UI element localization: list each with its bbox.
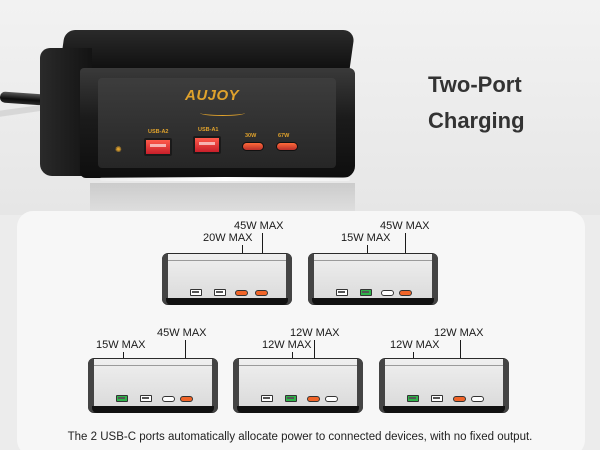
usb-a1-port [193, 136, 221, 154]
combo-5-charger [379, 358, 509, 413]
product-hero: AUJOY USB-A2 USB-A1 30W 67W ✺ Two-Port C… [0, 0, 600, 223]
combo-3-label-upper: 15W MAX [96, 339, 146, 351]
port-label-usb-a2: USB-A2 [148, 129, 169, 135]
port-label-67w: 67W [278, 133, 290, 139]
charger-photo: AUJOY USB-A2 USB-A1 30W 67W [40, 30, 356, 223]
combo-5-label-lower: 12W MAX [390, 339, 440, 351]
combo-1-charger [162, 253, 292, 305]
combo-3-usb-c2 [180, 396, 193, 402]
usb-a2-port [144, 138, 172, 156]
combo-1-usb-a2 [190, 289, 202, 296]
combo-5-label-upper: 12W MAX [434, 327, 484, 339]
combo-4-usb-c1 [307, 396, 320, 402]
power-indicator-icon: ✺ [115, 145, 122, 154]
headline-line-2: Charging [428, 108, 525, 133]
combo-4-charger [233, 358, 363, 413]
combo-3-usb-c1 [162, 396, 175, 402]
combo-2-label-lower: 15W MAX [341, 232, 391, 244]
combo-3-usb-a2 [116, 395, 128, 402]
headline-line-1: Two-Port [428, 72, 522, 97]
combo-4-label-upper: 12W MAX [290, 327, 340, 339]
combo-1-usb-a1 [214, 289, 226, 296]
combo-3-usb-a1 [140, 395, 152, 402]
combo-3-label-lower: 45W MAX [157, 327, 207, 339]
combo-2-usb-c2 [399, 290, 412, 296]
brand-logo-arc [200, 110, 245, 116]
combo-4-usb-c2 [325, 396, 338, 402]
cable-reflection [0, 104, 45, 118]
caption-text: The 2 USB-C ports automatically allocate… [67, 431, 533, 443]
combo-5-usb-a2 [407, 395, 419, 402]
combo-2-usb-c1 [381, 290, 394, 296]
combo-1-label-upper: 45W MAX [234, 220, 284, 232]
combo-2-charger [308, 253, 438, 305]
port-label-30w: 30W [245, 133, 257, 139]
combo-2-label-upper: 45W MAX [380, 220, 430, 232]
combo-1-usb-c1 [235, 290, 248, 296]
usb-c1-port [242, 142, 264, 151]
brand-logo: AUJOY [185, 87, 240, 104]
combo-4-label-lower: 12W MAX [262, 339, 312, 351]
combo-1-label-lower: 20W MAX [203, 232, 253, 244]
combo-2-usb-a2 [336, 289, 348, 296]
combo-4-usb-a1 [285, 395, 297, 402]
combo-5-usb-c1 [453, 396, 466, 402]
combo-5-usb-c2 [471, 396, 484, 402]
combo-2-usb-a1 [360, 289, 372, 296]
combo-3-charger [88, 358, 218, 413]
combo-4-usb-a2 [261, 395, 273, 402]
charger-light-strip [100, 177, 350, 181]
port-label-usb-a1: USB-A1 [198, 127, 219, 133]
usb-c2-port [276, 142, 298, 151]
combo-1-usb-c2 [255, 290, 268, 296]
combo-5-usb-a1 [431, 395, 443, 402]
